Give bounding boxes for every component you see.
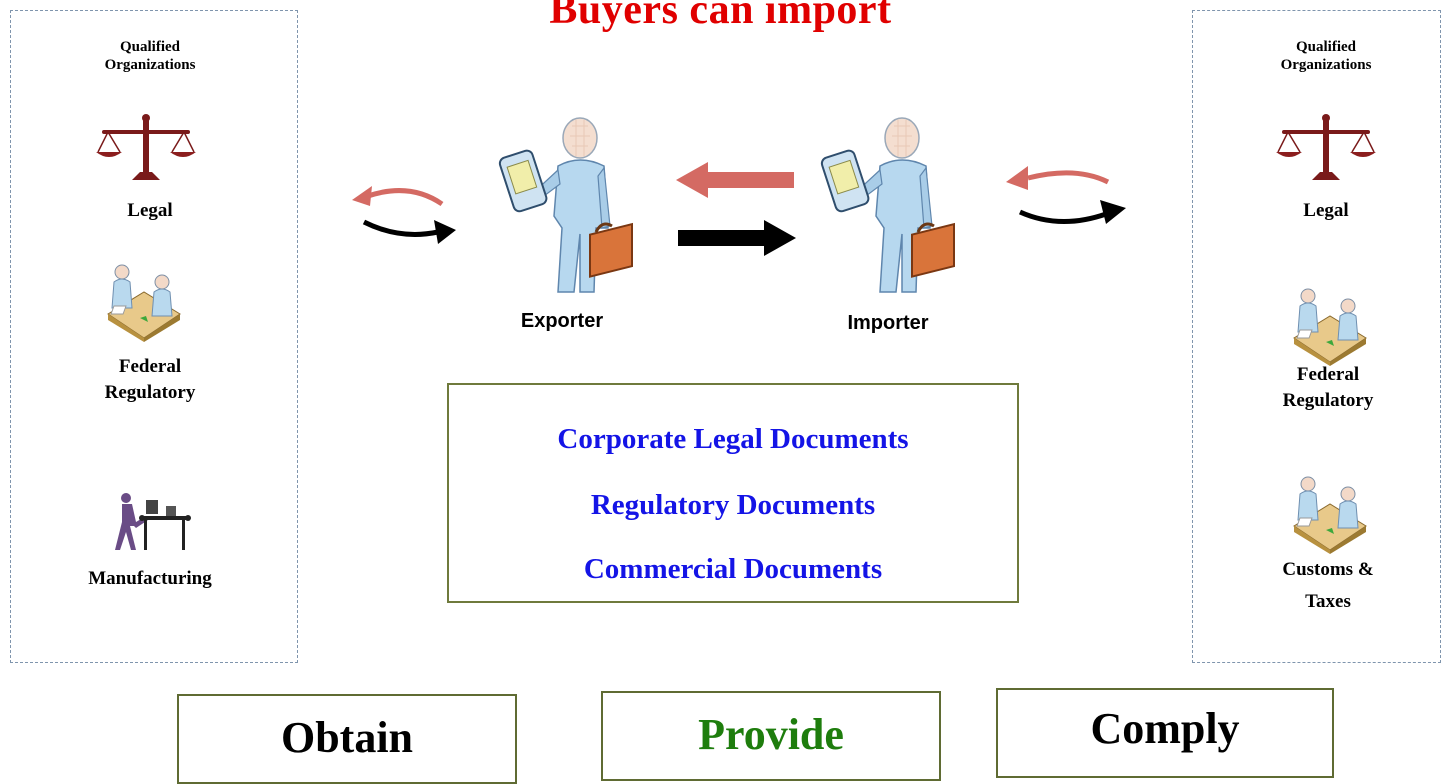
document-corporate-legal: Corporate Legal Documents [557,423,909,455]
meeting-desk-icon [1290,474,1370,554]
comply-box: Comply [996,688,1334,778]
meeting-desk-icon [104,262,184,342]
obtain-box: Obtain [177,694,517,784]
meeting-desk-icon [1290,286,1370,366]
exporter-label: Exporter [520,310,604,332]
left-organizations-panel [10,10,298,663]
right-item-customs-taxes: Customs & Taxes [1282,559,1374,612]
scales-icon [96,114,196,184]
scales-icon [1276,114,1376,184]
left-item-legal: Legal [127,200,173,221]
page-title: Buyers can import [549,0,892,33]
assembly-worker-icon [112,492,192,552]
importer-figure [818,108,958,304]
right-panel-heading: Qualified Organizations [1280,39,1372,73]
left-item-federal-regulatory: Federal Regulatory [104,356,196,403]
center-forward-arrow [678,220,796,256]
document-regulatory: Regulatory Documents [590,489,876,521]
right-item-legal: Legal [1303,200,1349,221]
center-back-arrow [676,162,794,198]
right-item-federal-regulatory: Federal Regulatory [1282,364,1374,411]
right-exchange-arrows [1006,166,1126,224]
document-commercial: Commercial Documents [583,553,883,585]
documents-box: Corporate Legal Documents Regulatory Doc… [447,383,1019,603]
importer-label: Importer [847,312,929,334]
provide-box: Provide [601,691,941,781]
left-exchange-arrows [352,186,456,244]
exporter-figure [496,108,636,304]
left-item-manufacturing: Manufacturing [88,568,212,589]
left-panel-heading: Qualified Organizations [104,39,196,73]
